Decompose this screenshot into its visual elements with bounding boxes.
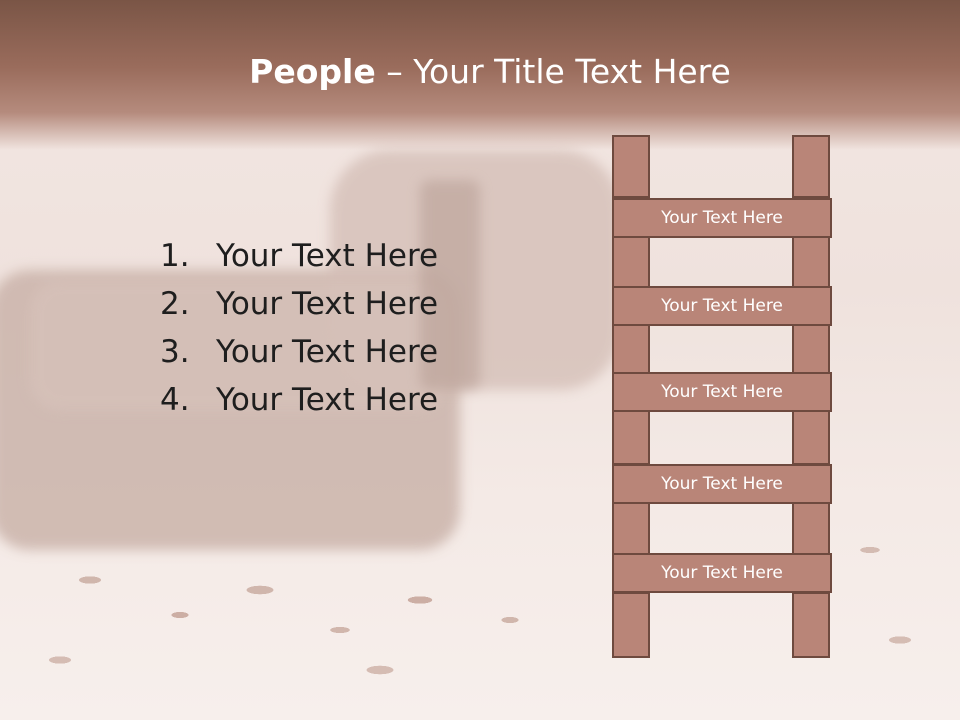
ladder-rung-5[interactable]: Your Text Here bbox=[612, 553, 832, 593]
list-text: Your Text Here bbox=[216, 334, 439, 370]
ladder-rail-right bbox=[792, 324, 830, 374]
ladder-rung-1[interactable]: Your Text Here bbox=[612, 198, 832, 238]
background-chocolate-shape bbox=[420, 180, 480, 390]
ladder-rail-left bbox=[612, 135, 650, 198]
title-dash: – bbox=[375, 52, 414, 91]
ladder-rail-left bbox=[612, 236, 650, 288]
ladder-rail-left bbox=[612, 592, 650, 658]
list-text: Your Text Here bbox=[216, 238, 439, 274]
ladder-rail-right bbox=[792, 502, 830, 556]
list-item: 3. Your Text Here bbox=[160, 328, 438, 376]
title-bar bbox=[0, 0, 960, 150]
ladder-rail-right bbox=[792, 135, 830, 198]
list-number: 2. bbox=[160, 286, 190, 322]
list-text: Your Text Here bbox=[216, 286, 439, 322]
list-number: 1. bbox=[160, 238, 190, 274]
ladder-rung-4[interactable]: Your Text Here bbox=[612, 464, 832, 504]
list-item: 2. Your Text Here bbox=[160, 280, 438, 328]
ladder-rail-right bbox=[792, 592, 830, 658]
ladder-rung-3[interactable]: Your Text Here bbox=[612, 372, 832, 412]
list-item: 1. Your Text Here bbox=[160, 232, 438, 280]
list-text: Your Text Here bbox=[216, 382, 439, 418]
ladder-rail-left bbox=[612, 324, 650, 374]
list-number: 3. bbox=[160, 334, 190, 370]
title-bold: People bbox=[249, 52, 376, 91]
title-rest: Your Title Text Here bbox=[413, 52, 731, 91]
background-chocolate-shape bbox=[30, 280, 450, 410]
list-number: 4. bbox=[160, 382, 190, 418]
ladder-rail-right bbox=[792, 410, 830, 465]
ladder-rung-2[interactable]: Your Text Here bbox=[612, 286, 832, 326]
ladder-rail-left bbox=[612, 502, 650, 556]
ladder-rail-left bbox=[612, 410, 650, 465]
list-item: 4. Your Text Here bbox=[160, 376, 438, 424]
slide-title[interactable]: People – Your Title Text Here bbox=[0, 52, 960, 91]
ladder-rail-right bbox=[792, 236, 830, 288]
numbered-list[interactable]: 1. Your Text Here 2. Your Text Here 3. Your… bbox=[160, 232, 438, 424]
